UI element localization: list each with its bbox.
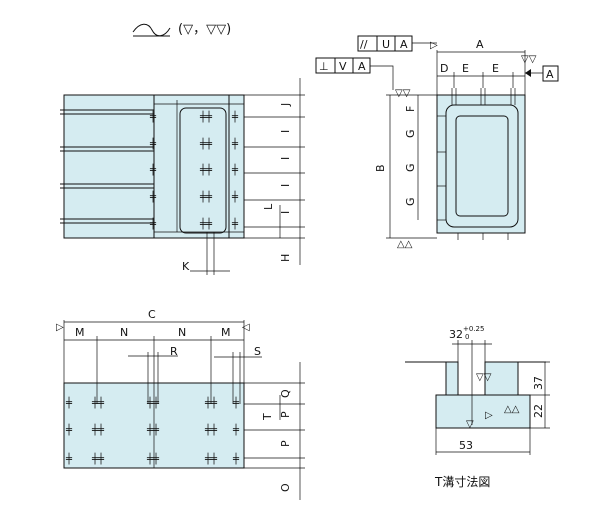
svg-text:A: A xyxy=(476,38,484,51)
svg-text:╪╪: ╪╪ xyxy=(199,137,213,150)
svg-text:▽▽: ▽▽ xyxy=(395,88,411,99)
svg-text:╪╪: ╪╪ xyxy=(199,190,213,203)
svg-text:C: C xyxy=(148,308,156,321)
svg-text:╪╪: ╪╪ xyxy=(204,396,218,409)
svg-text:╪: ╪ xyxy=(232,452,240,465)
svg-text:O: O xyxy=(279,483,292,492)
svg-text:╪╪: ╪╪ xyxy=(91,452,105,465)
svg-text:╪: ╪ xyxy=(149,110,157,123)
svg-text:E: E xyxy=(492,62,499,75)
front-tslots xyxy=(60,109,154,224)
svg-text:A: A xyxy=(546,68,554,81)
svg-text:▷: ▷ xyxy=(485,410,493,421)
svg-text:╪╪: ╪╪ xyxy=(199,110,213,123)
svg-text:╪: ╪ xyxy=(231,217,239,230)
svg-text:╪: ╪ xyxy=(231,137,239,150)
svg-text:╪╪: ╪╪ xyxy=(146,396,160,409)
svg-text:╪╪: ╪╪ xyxy=(91,423,105,436)
svg-text:╪: ╪ xyxy=(231,190,239,203)
svg-text:37: 37 xyxy=(532,376,545,390)
finish-symbol-text: (▽，▽▽) xyxy=(178,22,231,37)
svg-text:53: 53 xyxy=(459,439,473,452)
svg-text:22: 22 xyxy=(532,404,545,418)
svg-text:H: H xyxy=(279,254,292,262)
svg-text:╪: ╪ xyxy=(149,190,157,203)
svg-text:V: V xyxy=(339,60,347,73)
svg-text:╪: ╪ xyxy=(232,423,240,436)
tslot-detail: 32 +0.25 0 37 22 53 ▽▽ ▽ ▷ △△ T溝寸法図 xyxy=(405,325,550,489)
svg-text:E: E xyxy=(462,62,469,75)
svg-text:╪╪: ╪╪ xyxy=(199,217,213,230)
svg-text:Q: Q xyxy=(279,389,292,398)
plan-view: C ▷ ◁ M N N M R S ╪╪╪╪╪╪╪╪ ╪╪╪╪╪╪╪╪ ╪╪╪╪… xyxy=(56,308,305,500)
svg-text:N: N xyxy=(120,326,128,339)
svg-text:╪: ╪ xyxy=(65,396,73,409)
svg-text:0: 0 xyxy=(465,333,469,341)
svg-text:B: B xyxy=(374,164,387,172)
svg-text:╪╪: ╪╪ xyxy=(146,423,160,436)
plan-holes: ╪╪╪╪╪╪╪╪ ╪╪╪╪╪╪╪╪ ╪╪╪╪╪╪╪╪ xyxy=(65,396,240,465)
svg-text:╪: ╪ xyxy=(232,396,240,409)
svg-text:I: I xyxy=(279,157,292,160)
svg-text:▷: ▷ xyxy=(56,322,64,333)
svg-text:I: I xyxy=(279,184,292,187)
svg-text:G: G xyxy=(404,197,417,206)
finish-symbol: (▽，▽▽) xyxy=(132,22,231,37)
svg-text:△△: △△ xyxy=(504,404,520,415)
svg-text:I: I xyxy=(279,130,292,133)
svg-text://: // xyxy=(360,38,368,51)
svg-text:M: M xyxy=(75,326,85,339)
front-holes: ╪╪╪╪ ╪╪╪╪ ╪╪╪╪ ╪╪╪╪ ╪╪╪╪ xyxy=(149,110,239,230)
svg-text:╪╪: ╪╪ xyxy=(204,423,218,436)
svg-text:M: M xyxy=(221,326,231,339)
svg-text:G: G xyxy=(404,129,417,138)
svg-text:╪╪: ╪╪ xyxy=(204,452,218,465)
svg-text:╪: ╪ xyxy=(149,137,157,150)
svg-text:╪╪: ╪╪ xyxy=(91,396,105,409)
svg-text:P: P xyxy=(279,411,292,418)
svg-text:N: N xyxy=(178,326,186,339)
svg-text:╪: ╪ xyxy=(65,423,73,436)
datum-a: A xyxy=(525,65,559,82)
svg-text:◁: ◁ xyxy=(242,322,250,333)
svg-text:P: P xyxy=(279,440,292,447)
svg-text:32: 32 xyxy=(449,328,463,341)
svg-text:T: T xyxy=(261,413,274,421)
svg-text:╪: ╪ xyxy=(65,452,73,465)
svg-text:⊥: ⊥ xyxy=(319,60,329,73)
svg-text:A: A xyxy=(400,38,408,51)
svg-text:D: D xyxy=(440,62,448,75)
svg-text:I: I xyxy=(279,211,292,214)
front-dims: J I I I I L H K xyxy=(182,78,305,275)
front-view: ╪╪╪╪ ╪╪╪╪ ╪╪╪╪ ╪╪╪╪ ╪╪╪╪ J I I I I L xyxy=(60,78,305,275)
svg-text:J: J xyxy=(279,103,292,107)
svg-text:╪╪: ╪╪ xyxy=(199,163,213,176)
svg-text:╪: ╪ xyxy=(231,110,239,123)
svg-text:╪╪: ╪╪ xyxy=(146,452,160,465)
svg-text:U: U xyxy=(382,38,390,51)
svg-text:F: F xyxy=(404,106,417,112)
gdt-frame-perpendicularity: ⊥ V A xyxy=(315,57,394,90)
svg-text:A: A xyxy=(358,60,366,73)
svg-text:▷: ▷ xyxy=(430,40,438,51)
svg-text:S: S xyxy=(254,345,261,358)
svg-text:L: L xyxy=(262,203,275,210)
svg-text:╪: ╪ xyxy=(231,163,239,176)
gdt-frame-parallelism: // U A xyxy=(357,35,437,52)
svg-text:▽▽: ▽▽ xyxy=(521,54,537,65)
svg-text:╪: ╪ xyxy=(149,163,157,176)
svg-text:▽▽: ▽▽ xyxy=(476,372,492,383)
side-view: // U A ⊥ V A A A D E E xyxy=(315,35,559,250)
svg-text:K: K xyxy=(182,260,190,273)
svg-text:△△: △△ xyxy=(397,239,413,250)
tslot-caption: T溝寸法図 xyxy=(434,475,490,489)
svg-text:╪: ╪ xyxy=(149,217,157,230)
svg-text:G: G xyxy=(404,163,417,172)
svg-text:▽: ▽ xyxy=(466,419,474,430)
svg-text:R: R xyxy=(170,345,178,358)
svg-text:+0.25: +0.25 xyxy=(463,325,484,333)
